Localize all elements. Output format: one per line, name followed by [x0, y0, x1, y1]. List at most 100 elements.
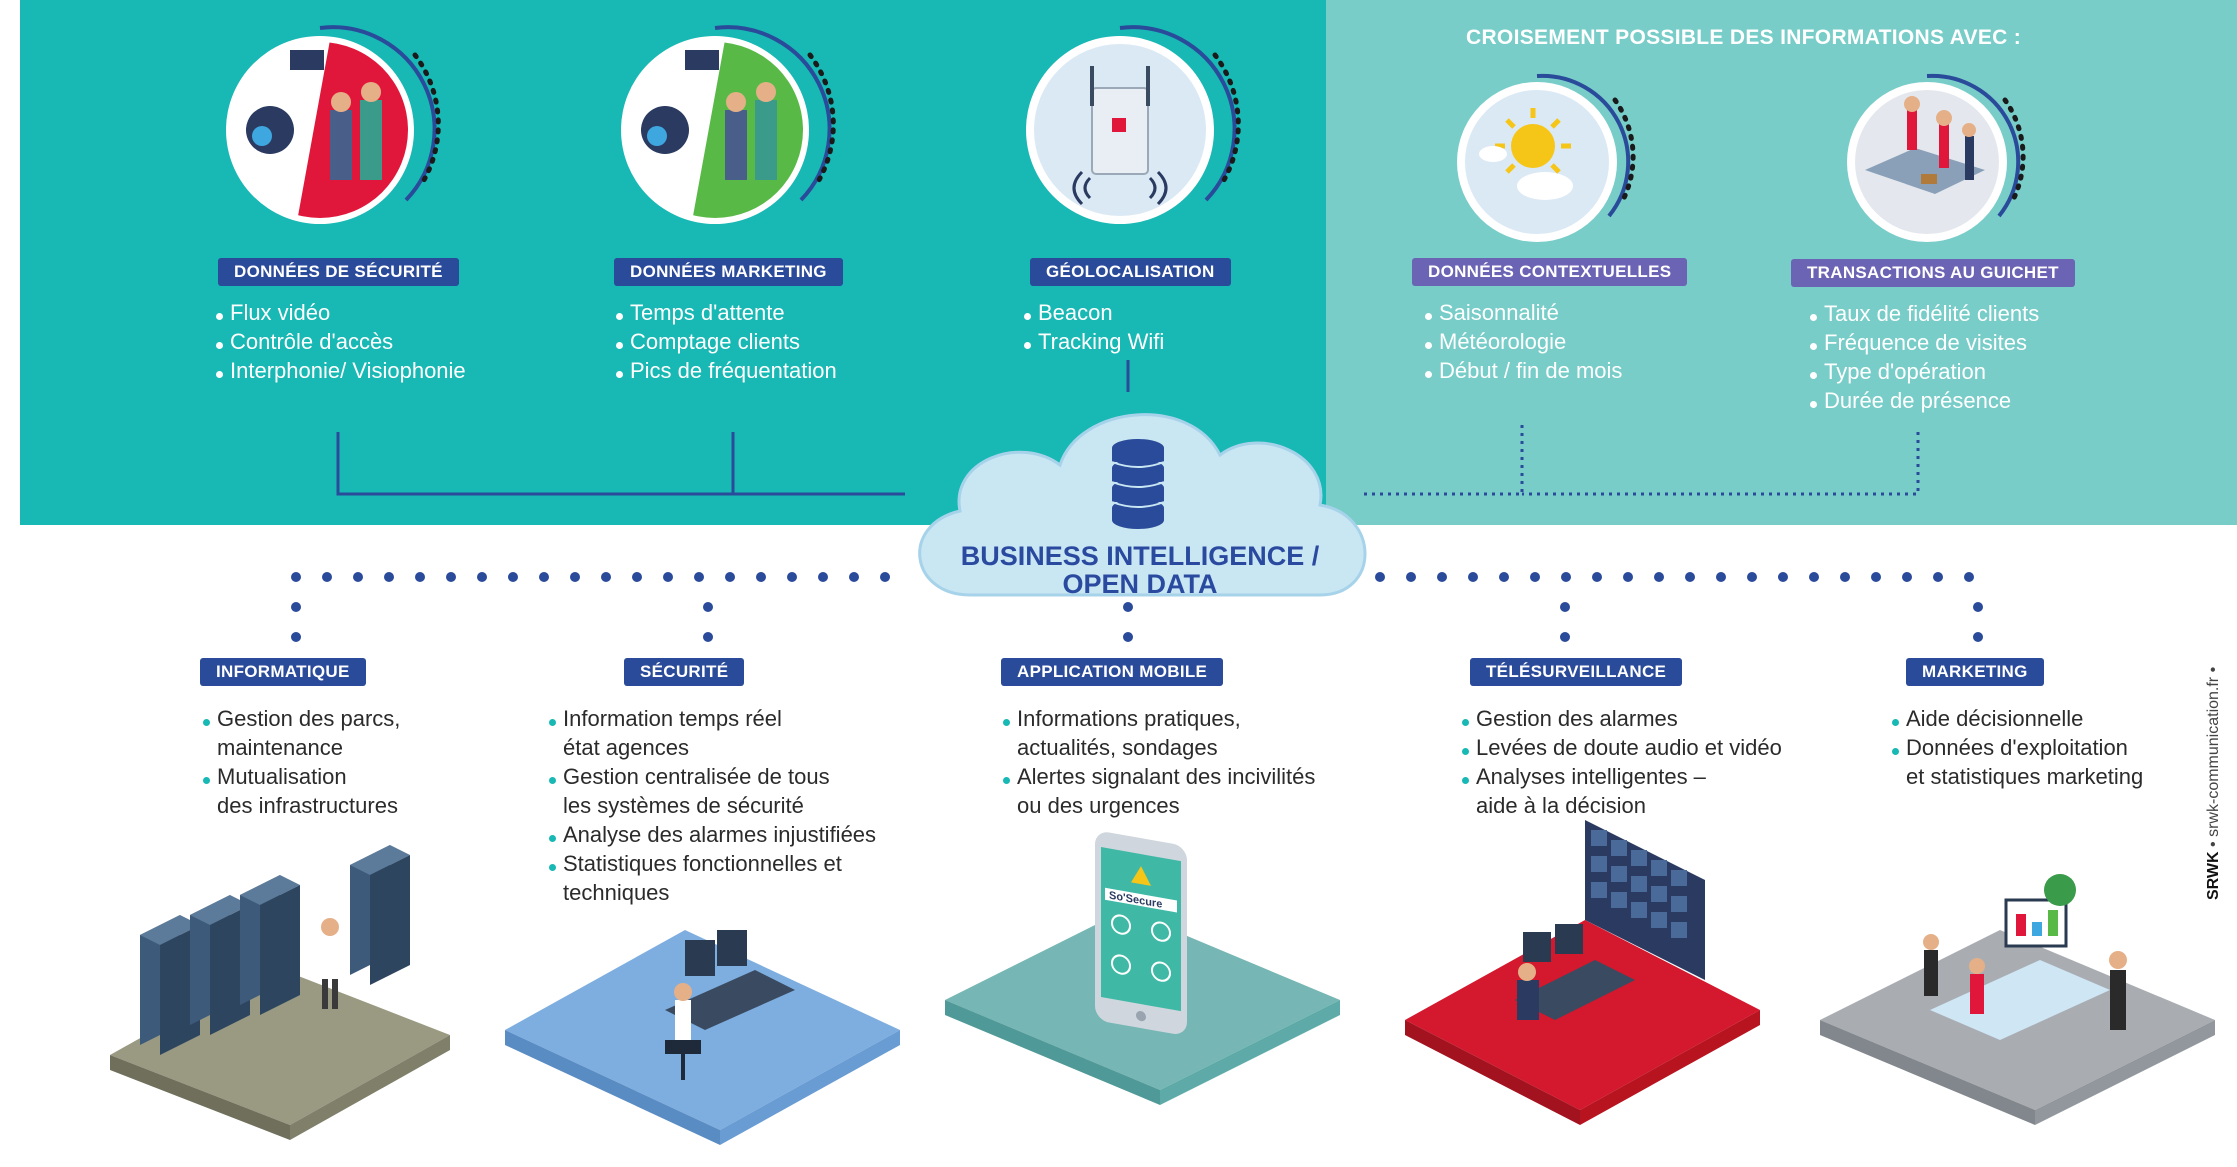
connector-dot	[570, 572, 580, 582]
list-item: Beacon	[1024, 298, 1164, 327]
list-item: Levées de doute audio et vidéo	[1462, 733, 1782, 762]
list-donnees-securite: Flux vidéo Contrôle d'accès Interphonie/…	[216, 298, 466, 385]
connector-dot	[632, 572, 642, 582]
connector-dot	[1468, 572, 1478, 582]
connector-dot	[1623, 572, 1633, 582]
hub-title-line-1: BUSINESS INTELLIGENCE /	[960, 541, 1320, 571]
connector-dot	[818, 572, 828, 582]
marketing-camera-illustration	[621, 25, 836, 224]
connector-dot	[1123, 632, 1133, 642]
connector-dot	[291, 572, 301, 582]
list-item: Aide décisionnelle	[1892, 704, 2143, 733]
label-securite: SÉCURITÉ	[624, 658, 745, 686]
list-item: Analyses intelligentes –aide à la décisi…	[1462, 762, 1782, 820]
connector-dot	[353, 572, 363, 582]
list-item: Durée de présence	[1810, 386, 2039, 415]
list-donnees-contextuelles: Saisonnalité Météorologie Début / fin de…	[1425, 298, 1622, 385]
list-item: Saisonnalité	[1425, 298, 1622, 327]
server-room-illustration	[110, 845, 450, 1140]
list-application-mobile: Informations pratiques,actualités, sonda…	[1003, 704, 1315, 820]
list-item: Début / fin de mois	[1425, 356, 1622, 385]
connector-dot	[415, 572, 425, 582]
connector-dot	[1530, 572, 1540, 582]
label-geolocalisation: GÉOLOCALISATION	[1030, 258, 1231, 286]
connector-dot	[787, 572, 797, 582]
connector-dot	[322, 572, 332, 582]
connector-dot	[539, 572, 549, 582]
list-item: Météorologie	[1425, 327, 1622, 356]
connector-dot	[291, 632, 301, 642]
list-item: Gestion des parcs,maintenance	[203, 704, 400, 762]
connector-dot	[725, 572, 735, 582]
connector-dot	[1747, 572, 1757, 582]
list-telesurveillance: Gestion des alarmes Levées de doute audi…	[1462, 704, 1782, 820]
list-item: Interphonie/ Visiophonie	[216, 356, 466, 385]
list-marketing: Aide décisionnelle Données d'exploitatio…	[1892, 704, 2143, 791]
connector-dot	[1654, 572, 1664, 582]
connector-dot	[1871, 572, 1881, 582]
connector-dot	[1437, 572, 1447, 582]
connector-dot	[756, 572, 766, 582]
connector-dot	[601, 572, 611, 582]
label-transactions-guichet: TRANSACTIONS AU GUICHET	[1791, 259, 2075, 287]
list-item: Fréquence de visites	[1810, 328, 2039, 357]
list-item: Pics de fréquentation	[616, 356, 837, 385]
connector-dot	[508, 572, 518, 582]
connector-dot	[477, 572, 487, 582]
marketing-office-illustration	[1820, 874, 2215, 1125]
label-donnees-contextuelles: DONNÉES CONTEXTUELLES	[1412, 258, 1688, 286]
list-geolocalisation: Beacon Tracking Wifi	[1024, 298, 1164, 356]
connector-dot	[1123, 602, 1133, 612]
list-informatique: Gestion des parcs,maintenance Mutualisat…	[203, 704, 400, 820]
database-icon	[1111, 439, 1165, 529]
connector-dot	[1560, 632, 1570, 642]
label-telesurveillance: TÉLÉSURVEILLANCE	[1470, 658, 1683, 686]
credit-separator: •	[2205, 841, 2222, 847]
credit-brand: SRWK	[2205, 851, 2222, 900]
connector-dot	[1809, 572, 1819, 582]
credit-trail: •	[2205, 666, 2222, 673]
surveillance-room-illustration	[1405, 820, 1760, 1125]
connector-dot	[1499, 572, 1509, 582]
label-application-mobile: APPLICATION MOBILE	[1001, 658, 1224, 686]
counter-illustration	[1847, 73, 2026, 242]
connector-dot	[1973, 632, 1983, 642]
connector-dot	[1778, 572, 1788, 582]
label-marketing: MARKETING	[1906, 658, 2044, 686]
list-donnees-marketing: Temps d'attente Comptage clients Pics de…	[616, 298, 837, 385]
connector-dot	[1840, 572, 1850, 582]
connector-dot	[1973, 602, 1983, 612]
weather-illustration	[1457, 73, 1636, 242]
list-item: Informations pratiques,actualités, sonda…	[1003, 704, 1315, 762]
list-item: Comptage clients	[616, 327, 837, 356]
connector-dot	[880, 572, 890, 582]
list-item: Type d'opération	[1810, 357, 2039, 386]
connector-dot	[703, 602, 713, 612]
security-office-illustration	[505, 930, 900, 1145]
hub-title-line-2: OPEN DATA	[1062, 569, 1218, 599]
connector-dot	[663, 572, 673, 582]
connector-dot	[1406, 572, 1416, 582]
list-item: Flux vidéo	[216, 298, 466, 327]
connector-dot	[1964, 572, 1974, 582]
label-donnees-securite: DONNÉES DE SÉCURITÉ	[218, 258, 459, 286]
list-item: Gestion des alarmes	[1462, 704, 1782, 733]
connector-dot	[1902, 572, 1912, 582]
label-informatique: INFORMATIQUE	[200, 658, 366, 686]
hub-title: BUSINESS INTELLIGENCE / OPEN DATA	[960, 542, 1320, 598]
connector-dot	[1716, 572, 1726, 582]
wifi-router-illustration	[1026, 25, 1241, 224]
connector-dot	[446, 572, 456, 582]
list-item: Taux de fidélité clients	[1810, 299, 2039, 328]
credit-site: srwk-communication.fr	[2205, 676, 2222, 837]
connector-dot	[694, 572, 704, 582]
connector-dot	[1933, 572, 1943, 582]
